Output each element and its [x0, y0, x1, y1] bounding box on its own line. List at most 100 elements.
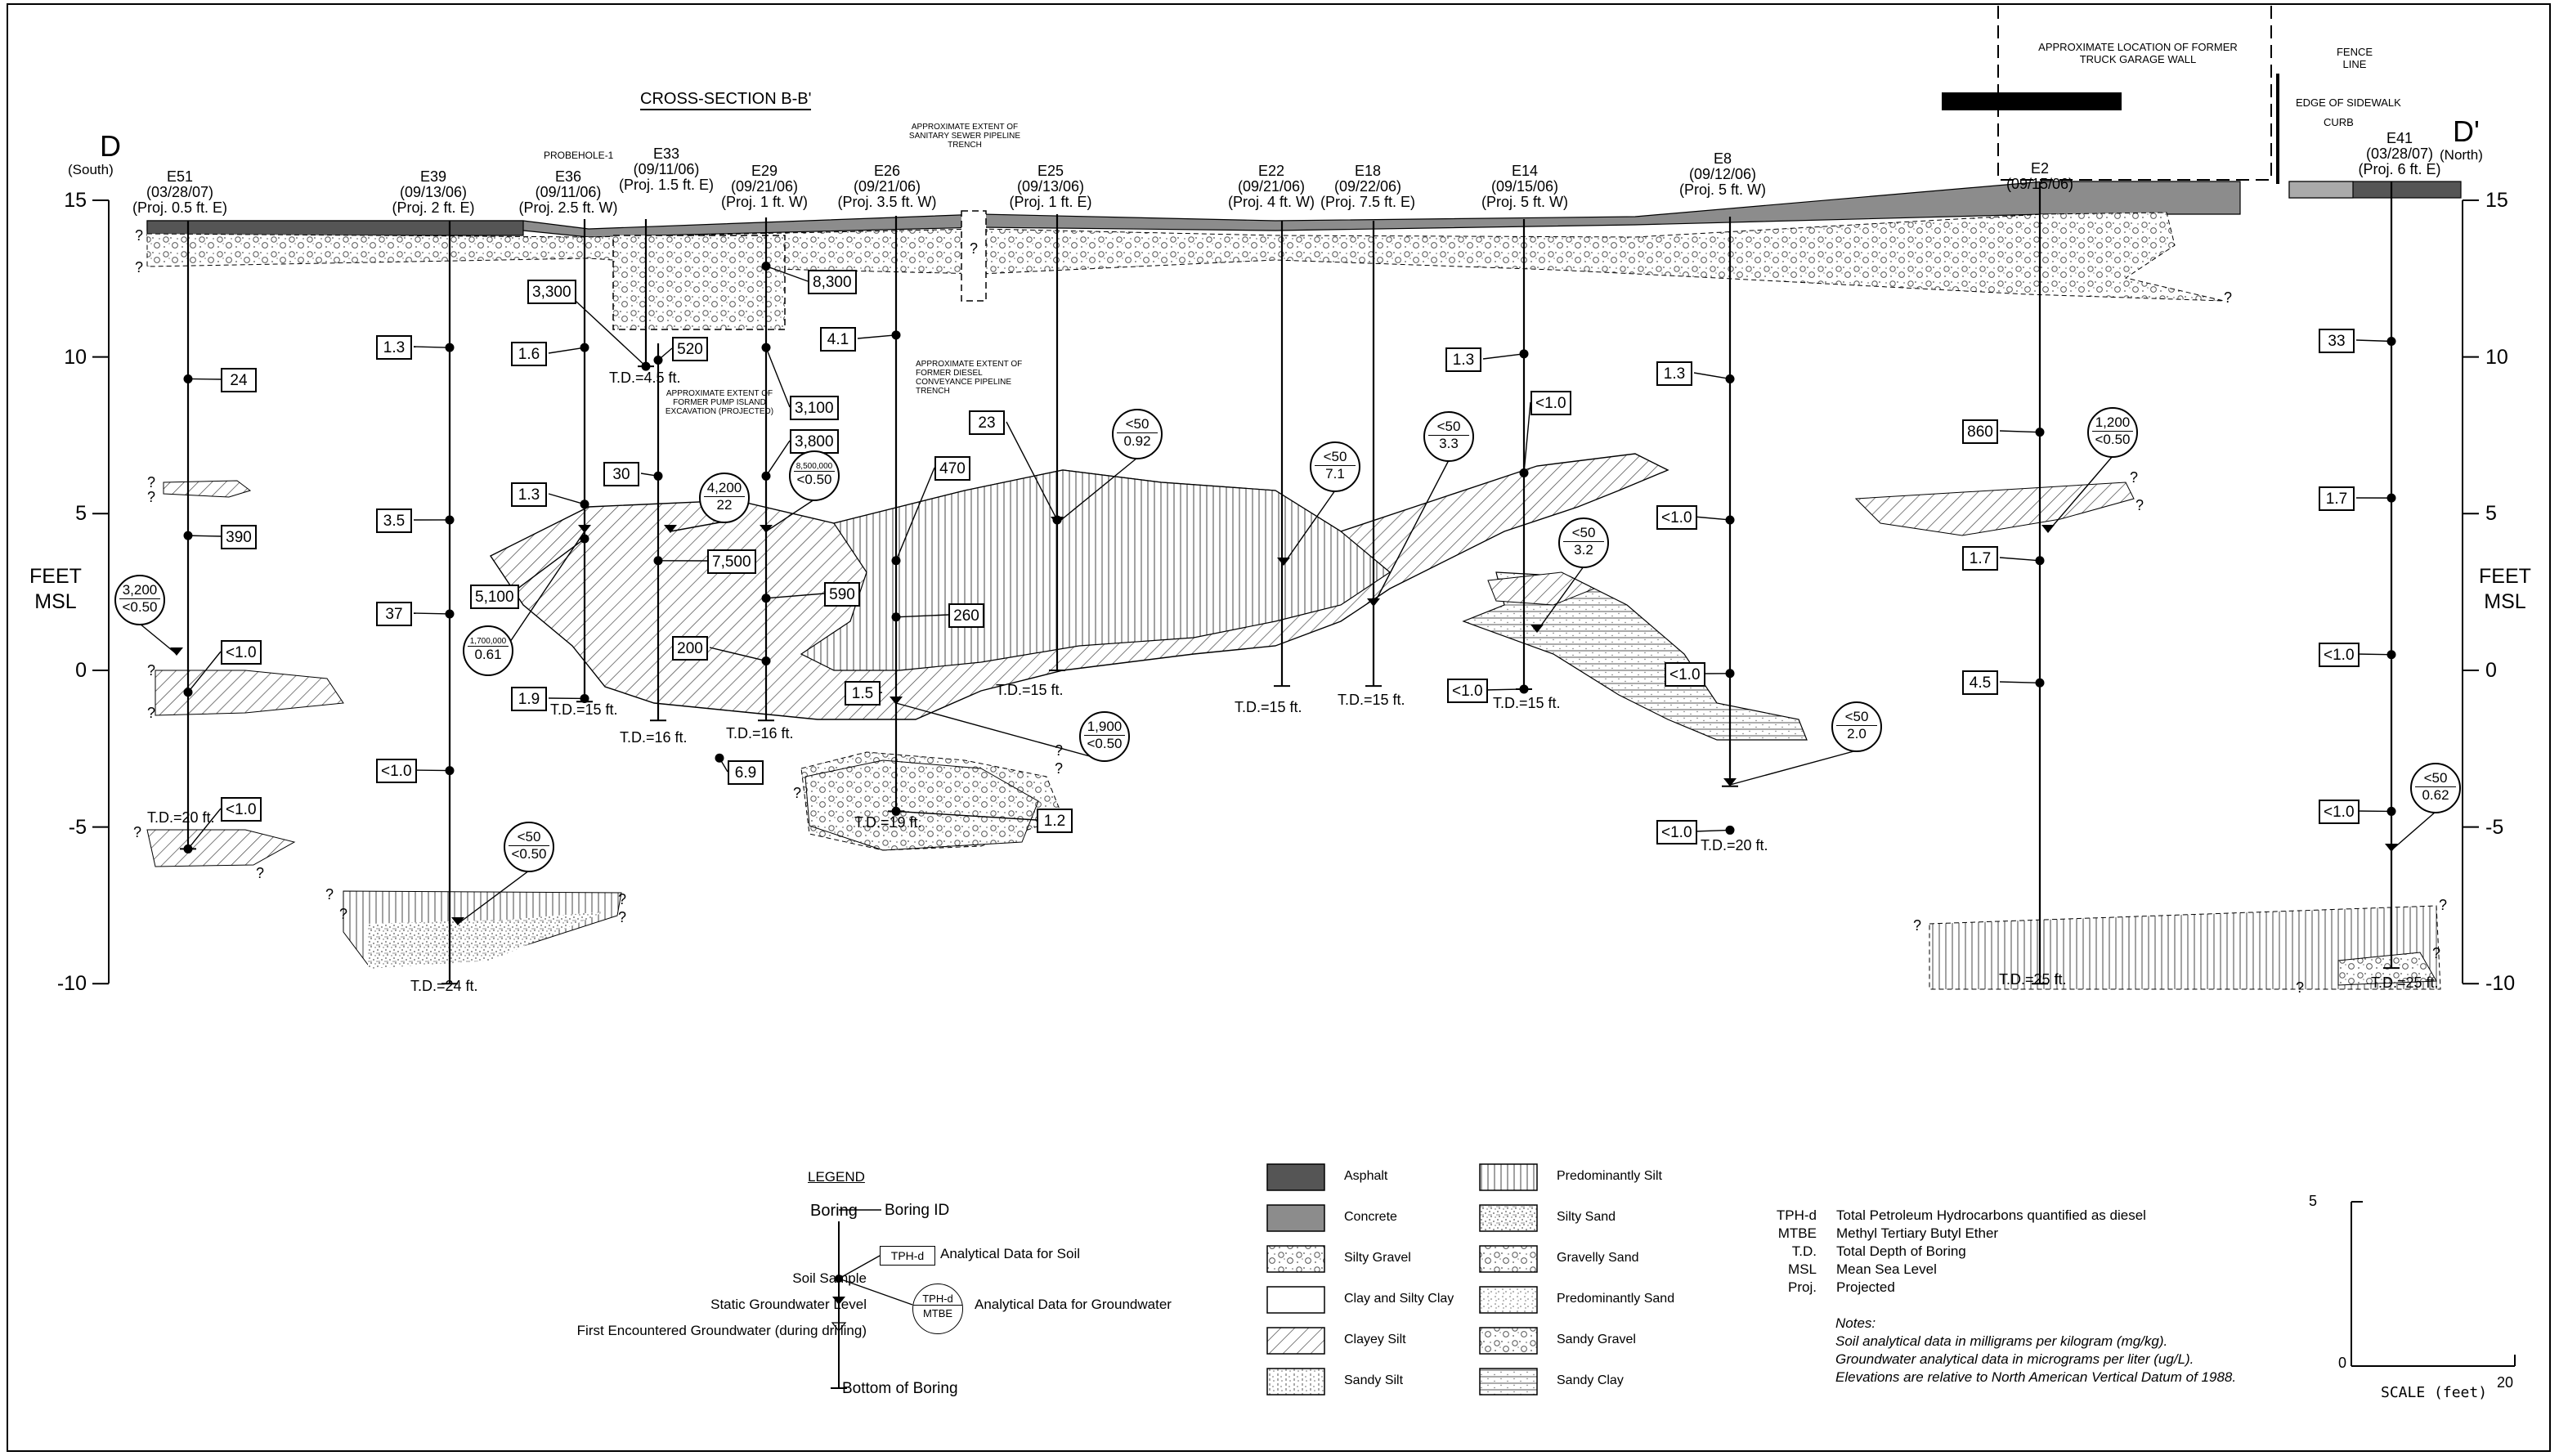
boring-id: E2 [2030, 160, 2050, 177]
soil-value-box: 3,100 [790, 396, 839, 420]
gw-mtbe-value: 7.1 [1325, 466, 1345, 482]
boring-header-e26: E26(09/21/06)(Proj. 3.5 ft. W) [805, 164, 969, 210]
clayey-lens-e51-lower [146, 829, 296, 867]
static-gw-marker [2385, 844, 2398, 852]
boring-date: (03/28/07) [2365, 146, 2434, 162]
unknown-extent-mark: ? [2439, 897, 2448, 913]
soil-value-box: 8,300 [808, 270, 857, 294]
soil-value-box: <1.0 [2319, 643, 2360, 667]
gw-mtbe-value: 0.62 [2422, 787, 2449, 803]
static-gw-marker [1723, 778, 1737, 786]
total-depth-label: T.D.=20 ft. [1701, 837, 1768, 853]
soil-leader [1523, 401, 1531, 473]
pump-island-excavation [612, 235, 786, 330]
static-gw-marker [170, 647, 183, 656]
unknown-extent-mark: ? [135, 259, 144, 276]
soil-value-box: 30 [603, 462, 639, 486]
material-label: Asphalt [1344, 1169, 1388, 1183]
boring-projection: (Proj. 7.5 ft. E) [1320, 194, 1416, 210]
boring-id: E29 [751, 163, 778, 179]
legend-gw-leader [838, 1278, 913, 1306]
tick-label-left: -10 [56, 972, 87, 996]
soil-leader [1693, 516, 1731, 521]
legend-symbols [831, 1209, 913, 1389]
soil-value-box: <1.0 [376, 759, 417, 783]
soil-leader [1482, 353, 1525, 360]
boring-id: E18 [1354, 163, 1382, 179]
material-label: Silty Gravel [1344, 1251, 1411, 1265]
gw-mtbe-value: 0.61 [474, 647, 502, 662]
gw-tph-value: 4,200 [704, 480, 745, 497]
soil-value-box: 1.3 [511, 482, 547, 507]
boring-id: E14 [1511, 163, 1539, 179]
unknown-extent-mark: ? [147, 662, 156, 679]
gw-tph-value: 3,200 [119, 582, 160, 599]
soil-value-box: <1.0 [1665, 662, 1705, 687]
gw-leader [457, 870, 530, 925]
pump-callout: APPROXIMATE EXTENT OF FORMER PUMP ISLAND… [665, 389, 774, 416]
boring-id: E25 [1037, 163, 1064, 179]
boring-id: E22 [1257, 163, 1285, 179]
gw-leader [1536, 566, 1584, 632]
soil-leader [719, 757, 728, 773]
soil-leader [640, 473, 659, 477]
legend-gw-circle-bottom: MTBE [922, 1307, 953, 1319]
boring-header-e39: E39(09/13/06)(Proj. 2 ft. E) [352, 169, 515, 216]
gw-tph-value: 8,500,000 [794, 462, 835, 472]
gw-tph-value: <50 [1836, 709, 1877, 726]
boring-date: (09/15/06) [1490, 178, 1559, 195]
tick-label-left: 15 [64, 189, 87, 212]
probehole-label: PROBEHOLE-1 [544, 150, 614, 161]
soil-leader [765, 440, 791, 477]
soil-leader [765, 347, 791, 408]
boring-header-e41: E41(03/28/07)(Proj. 6 ft. E) [2318, 131, 2481, 177]
soil-value-box: <1.0 [2319, 800, 2360, 824]
boring-header-e2: E2(09/15/06) [1958, 161, 2122, 192]
fence-callout: FENCE LINE [2336, 46, 2373, 70]
unknown-extent-mark: ? [2130, 469, 2139, 486]
total-depth-label: T.D.=15 ft. [550, 701, 618, 718]
unknown-extent-mark: ? [2296, 979, 2305, 996]
soil-value-box: 1.3 [1656, 361, 1692, 386]
clayey-lens-e51-middle [155, 670, 344, 716]
unknown-extent-mark: ? [256, 865, 265, 881]
boring-header-e25: E25(09/13/06)(Proj. 1 ft. E) [969, 164, 1132, 210]
gw-leader [1056, 457, 1138, 524]
soil-value-box: 260 [948, 603, 984, 628]
material-label: Predominantly Silt [1557, 1169, 1662, 1183]
soil-leader [1999, 681, 2041, 683]
silt-band-north [1929, 905, 2441, 990]
unknown-extent-mark: ? [2224, 289, 2233, 306]
soil-leader [548, 493, 585, 505]
soil-leader [657, 347, 673, 361]
section-direction-north: (North) [2440, 147, 2483, 163]
scale-bar [2351, 1201, 2516, 1367]
soil-leader [1484, 688, 1525, 691]
soil-value-box: 7,500 [707, 549, 756, 574]
soil-leader [1006, 421, 1058, 521]
soil-leader [895, 614, 949, 618]
legend: LEGEND Boring Boring ID Soil Sample Stat… [491, 1161, 1226, 1406]
boring-header-e36: E36(09/11/06)(Proj. 2.5 ft. W) [486, 169, 650, 216]
drawing-border [7, 3, 2551, 1452]
gw-leader [670, 521, 725, 532]
boring-date: (09/11/06) [535, 184, 602, 200]
gw-mtbe-value: 3.2 [1574, 542, 1593, 558]
scale-zero-label: 0 [2338, 1355, 2347, 1371]
gw-mtbe-value: <0.50 [511, 846, 547, 862]
material-label: Gravelly Sand [1557, 1251, 1639, 1265]
boring-id: E41 [2386, 130, 2413, 146]
gw-mtbe-value: 0.92 [1123, 433, 1151, 449]
soil-leader [895, 810, 1037, 821]
soil-leader [895, 467, 935, 562]
legend-boring: Boring [810, 1202, 858, 1220]
total-depth-label: T.D.=19 ft. [854, 814, 922, 831]
static-gw-marker [1277, 558, 1290, 566]
